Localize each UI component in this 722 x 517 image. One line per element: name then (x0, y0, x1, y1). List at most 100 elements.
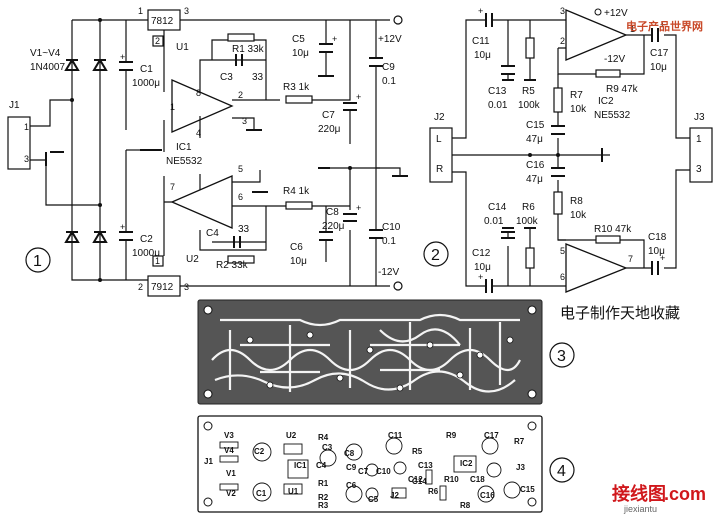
c7-name: C7 (322, 110, 335, 121)
silkscreen-label: C5 (368, 495, 379, 504)
ic2-pin-2: 2 (560, 36, 565, 46)
r4-resistor (285, 201, 313, 210)
f2-rail-neg-a: -12V (604, 54, 625, 65)
watermark-bottom-com: .com (664, 484, 706, 504)
ic2-pin-1: 1 (630, 24, 635, 34)
ic1-pin-6: 6 (238, 192, 243, 202)
ic1-part: NE5532 (166, 156, 203, 167)
silkscreen-label: R2 (318, 493, 329, 502)
c4-label: C4 (206, 228, 219, 239)
silkscreen-label: C7 (358, 467, 369, 476)
silkscreen-label: C8 (344, 449, 355, 458)
j1-pin-1: 1 (24, 122, 29, 132)
c10-name: C10 (382, 222, 401, 233)
ic2-pin-3: 3 (560, 6, 565, 16)
silkscreen-parts (219, 437, 521, 503)
ic1-opamp-b (170, 175, 233, 229)
ic1-pin-3: 3 (242, 116, 247, 126)
j2-pin-l: L (436, 134, 442, 145)
c18-value: 10μ (648, 246, 665, 257)
ic1-pin-7: 7 (170, 182, 175, 192)
figure-1-power-supply: J1 1 3 V1~V4 1N4007 ++ C1 1000μ C2 1000μ… (7, 6, 408, 297)
f1-rail-pos: +12V (378, 34, 402, 45)
r5-name: R5 (522, 86, 535, 97)
r2-resistor (227, 255, 255, 264)
svg-text:+: + (478, 272, 483, 282)
silkscreen-label: C6 (346, 481, 357, 490)
silkscreen-label: IC1 (294, 461, 307, 470)
silkscreen-label: J1 (204, 457, 213, 466)
c14-name: C14 (488, 202, 507, 213)
silkscreen-label: C1 (256, 489, 267, 498)
c2-value: 1000μ (132, 248, 160, 259)
r5-resistor (525, 37, 535, 59)
c16-name: C16 (526, 160, 545, 171)
silkscreen-label: C4 (316, 461, 327, 470)
ic2-opamp-a (565, 9, 628, 61)
rectifier-part: 1N4007 (30, 62, 65, 73)
silkscreen-label: C18 (470, 475, 485, 484)
figure-4-number: 4 (557, 463, 566, 480)
j2-label: J2 (434, 112, 445, 123)
c14-value: 0.01 (484, 216, 504, 227)
ic2-name: IC2 (598, 96, 614, 107)
c7-value: 220μ (318, 124, 341, 135)
r1-resistor (227, 33, 255, 42)
r3-resistor (285, 95, 313, 104)
c1-name: C1 (140, 64, 153, 75)
c8-value: 220μ (322, 221, 345, 232)
silkscreen-label: R9 (446, 431, 457, 440)
u2-part: 7912 (151, 282, 174, 293)
figure-2-preamp: J2 L R ++ C11 10μ C12 10μ C13 0.01 R5 10… (423, 6, 713, 293)
r7-resistor (553, 87, 563, 113)
j1-connector (7, 116, 31, 170)
figure-2-number: 2 (431, 247, 440, 264)
r6-name: R6 (522, 202, 535, 213)
r9-resistor (595, 69, 621, 78)
u2-pin-left: 2 (138, 282, 143, 292)
u1-pin-left: 1 (138, 6, 143, 16)
c2-name: C2 (140, 234, 153, 245)
silkscreen-label: R8 (460, 501, 471, 510)
j3-connector (689, 127, 713, 183)
silkscreen-label: V1 (226, 469, 236, 478)
j3-pin-1: 1 (696, 134, 702, 145)
r8-resistor (553, 191, 563, 215)
svg-text:+: + (120, 222, 125, 232)
silkscreen-label: R3 (318, 501, 329, 510)
r2-label: R2 33k (216, 260, 249, 271)
rectifier-name: V1~V4 (30, 48, 61, 59)
c11-name: C11 (472, 36, 490, 47)
diode-v1 (64, 58, 80, 71)
f2-rail-pos: +12V (604, 8, 628, 19)
c5-value: 10μ (292, 48, 309, 59)
ic2-pin-5: 5 (560, 246, 565, 256)
c15-value: 47μ (526, 134, 543, 145)
ic1-name: IC1 (176, 142, 192, 153)
silkscreen-label: C9 (346, 463, 357, 472)
silkscreen-label: J2 (390, 491, 399, 500)
silkscreen-label: R5 (412, 447, 423, 456)
silkscreen-label: C16 (480, 491, 495, 500)
c1-value: 1000μ (132, 78, 160, 89)
silkscreen-label: R10 (444, 475, 459, 484)
ic1-pin-4: 4 (196, 128, 201, 138)
u1-part: 7812 (151, 16, 174, 27)
silkscreen-label: C14 (412, 477, 427, 486)
c4-value: 33 (238, 224, 250, 235)
r8-value: 10k (570, 210, 587, 221)
c13-name: C13 (488, 86, 507, 97)
c9-name: C9 (382, 62, 395, 73)
j1-pin-3: 3 (24, 154, 29, 164)
silkscreen-label: C15 (520, 485, 535, 494)
c17-value: 10μ (650, 62, 667, 73)
c5-name: C5 (292, 34, 305, 45)
silkscreen-label: V2 (226, 489, 236, 498)
u1-name: U1 (176, 42, 189, 53)
r8-name: R8 (570, 196, 583, 207)
silkscreen-label: C3 (322, 443, 333, 452)
f1-rail-neg: -12V (378, 267, 399, 278)
